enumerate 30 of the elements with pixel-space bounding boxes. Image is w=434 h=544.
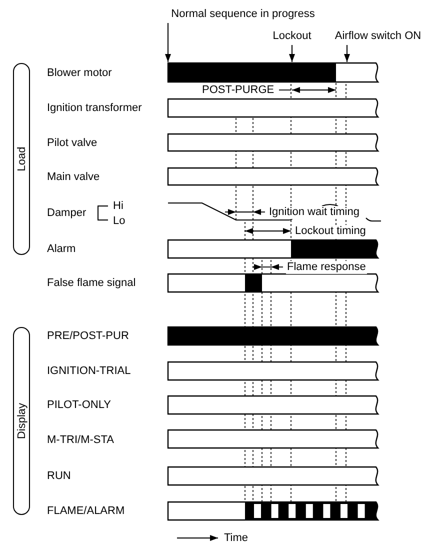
row-label: RUN <box>47 470 71 482</box>
level-label: Lo <box>113 214 126 228</box>
row-label: Blower motor <box>47 66 112 80</box>
row-label: Damper <box>47 206 86 220</box>
row-label: Alarm <box>47 242 76 256</box>
row-label: PILOT-ONLY <box>47 398 111 412</box>
group-label: Load <box>16 146 28 172</box>
arrow <box>165 22 171 62</box>
row-label: Main valve <box>47 170 100 184</box>
row-label: PRE/POST-PUR <box>47 330 129 342</box>
timing-label: Flame response <box>286 260 367 274</box>
row-label: Pilot valve <box>47 136 98 150</box>
row-label: FLAME/ALARM <box>47 504 125 518</box>
arrow <box>344 44 350 62</box>
axis-label: Time <box>224 532 248 544</box>
row-label: M-TRI/M-STA <box>47 434 114 446</box>
row-label: False flame signal <box>47 276 136 290</box>
level-label: Hi <box>113 200 124 212</box>
event-label: Normal sequence in progress <box>171 8 315 21</box>
timing-label: Ignition wait timing <box>268 206 360 218</box>
event-label: Airflow switch ON <box>334 30 422 43</box>
row-label: IGNITION-TRIAL <box>47 364 131 378</box>
group-bracket <box>13 327 30 515</box>
timing-label: Lockout timing <box>294 224 367 238</box>
row-label: Ignition transformer <box>47 102 142 114</box>
timing-label: POST-PURGE <box>201 84 276 96</box>
event-label: Lockout <box>272 30 312 43</box>
arrow <box>289 44 295 62</box>
group-bracket <box>13 63 30 255</box>
group-label: Display <box>16 402 28 440</box>
